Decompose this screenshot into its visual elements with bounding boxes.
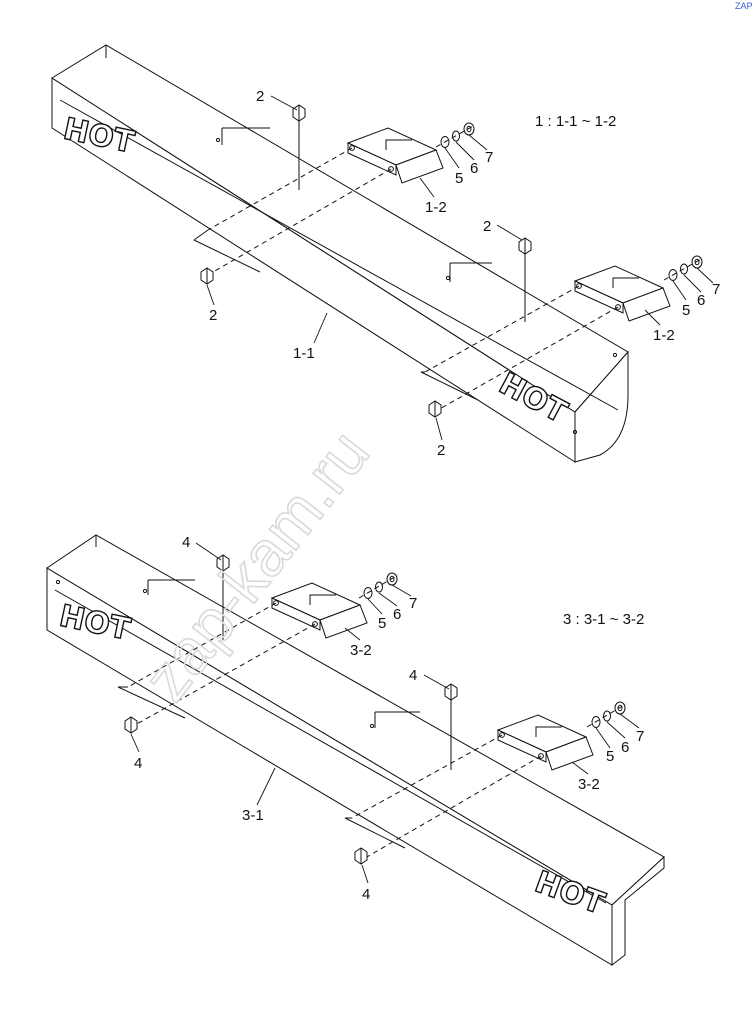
label-4-right: 4 [409, 667, 417, 684]
hardware-5-6-7-b [663, 255, 704, 281]
hardware-5-6-7-d [586, 701, 627, 728]
label-1-1: 1-1 [293, 345, 315, 362]
label-4-left: 4 [134, 755, 142, 772]
label-5-a: 5 [455, 170, 463, 187]
label-5-c: 5 [378, 615, 386, 632]
note-lower-range: 3 : 3-1 ~ 3-2 [563, 611, 644, 628]
label-2-left: 2 [209, 307, 217, 324]
label-3-1: 3-1 [242, 807, 264, 824]
label-7-b: 7 [712, 281, 720, 298]
lower-assembly: HOT HOT [46, 534, 665, 967]
corner-mark: ZAP [735, 1, 752, 11]
bolt-2-right [518, 237, 532, 255]
label-4-bottom: 4 [362, 886, 370, 903]
bolt-4-right [444, 683, 458, 701]
hardware-5-6-7-a [435, 122, 476, 148]
bolt-2-left [200, 267, 214, 285]
bracket-3-2-b [496, 714, 594, 771]
bracket-1-2-b [573, 265, 671, 322]
label-2-right: 2 [483, 218, 491, 235]
note-upper-range: 1 : 1-1 ~ 1-2 [535, 113, 616, 130]
panel-1-1: HOT HOT [51, 44, 629, 463]
label-7-d: 7 [636, 728, 644, 745]
label-2-bottom: 2 [437, 442, 445, 459]
bracket-1-2-a [346, 127, 444, 184]
bracket-3-2-a [270, 582, 368, 639]
upper-assembly: HOT HOT [51, 44, 720, 463]
label-4-top: 4 [182, 534, 190, 551]
label-7-c: 7 [409, 595, 417, 612]
label-6-a: 6 [470, 160, 478, 177]
bolt-2-top [292, 104, 306, 122]
label-3-2-b: 3-2 [578, 776, 600, 793]
label-6-b: 6 [697, 292, 705, 309]
hardware-5-6-7-c [358, 572, 399, 599]
label-6-d: 6 [621, 739, 629, 756]
bolt-2-bottom [428, 400, 442, 418]
label-3-2-a: 3-2 [350, 642, 372, 659]
bolt-4-left [124, 716, 138, 734]
label-5-d: 5 [606, 748, 614, 765]
label-5-b: 5 [682, 302, 690, 319]
label-1-2-a: 1-2 [425, 199, 447, 216]
label-2-top: 2 [256, 88, 264, 105]
panel-3-1: HOT HOT [46, 534, 665, 967]
bolt-4-bottom [354, 847, 368, 865]
label-7-a: 7 [485, 149, 493, 166]
label-1-2-b: 1-2 [653, 327, 675, 344]
label-6-c: 6 [393, 606, 401, 623]
